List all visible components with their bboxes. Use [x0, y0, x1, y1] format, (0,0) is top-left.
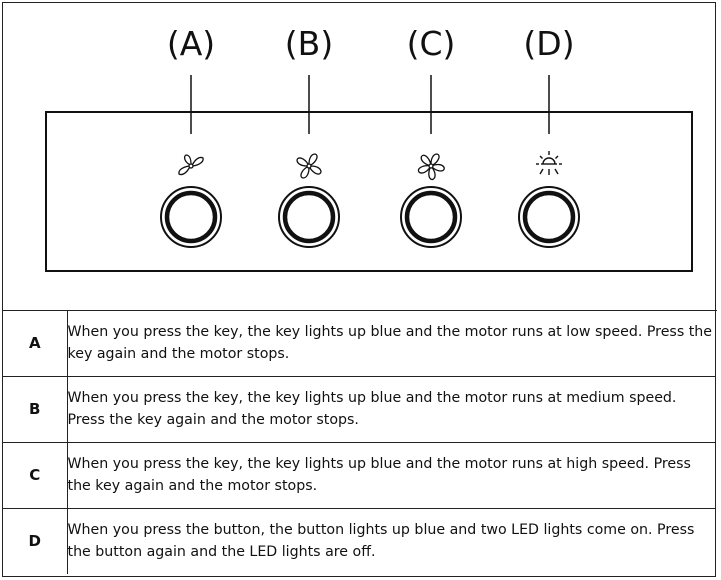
function-table: A When you press the key, the key lights…: [3, 310, 715, 574]
row-key-a: A: [3, 310, 68, 377]
callout-label-c: (C): [406, 24, 456, 63]
light-button[interactable]: [518, 186, 580, 248]
callout-label-d: (D): [523, 24, 575, 63]
table-row: D When you press the button, the button …: [3, 507, 715, 574]
row-text-c: When you press the key, the key lights u…: [66, 441, 715, 509]
leader-lines: [190, 75, 550, 134]
table-row: A When you press the key, the key lights…: [3, 310, 715, 377]
table-row: C When you press the key, the key lights…: [3, 441, 715, 509]
fan-medium-icon: [296, 153, 322, 179]
light-icon: [536, 151, 562, 175]
table-row: B When you press the key, the key lights…: [3, 375, 715, 443]
fan-high-icon: [417, 153, 445, 181]
row-key-d: D: [3, 507, 68, 574]
row-text-d: When you press the button, the button li…: [66, 507, 715, 574]
row-text-b: When you press the key, the key lights u…: [66, 375, 715, 443]
control-panel: [45, 111, 693, 272]
row-text-a: When you press the key, the key lights u…: [66, 310, 715, 377]
panel-drawing: [45, 75, 693, 272]
fan-low-icon: [178, 154, 204, 176]
row-key-b: B: [3, 375, 68, 443]
row-key-c: C: [3, 441, 68, 509]
control-panel-diagram: (A) (B) (C) (D): [3, 3, 717, 311]
fan-medium-button[interactable]: [278, 186, 340, 248]
fan-high-button[interactable]: [400, 186, 462, 248]
callout-label-b: (B): [284, 24, 334, 63]
callout-label-a: (A): [166, 24, 216, 63]
fan-low-button[interactable]: [160, 186, 222, 248]
